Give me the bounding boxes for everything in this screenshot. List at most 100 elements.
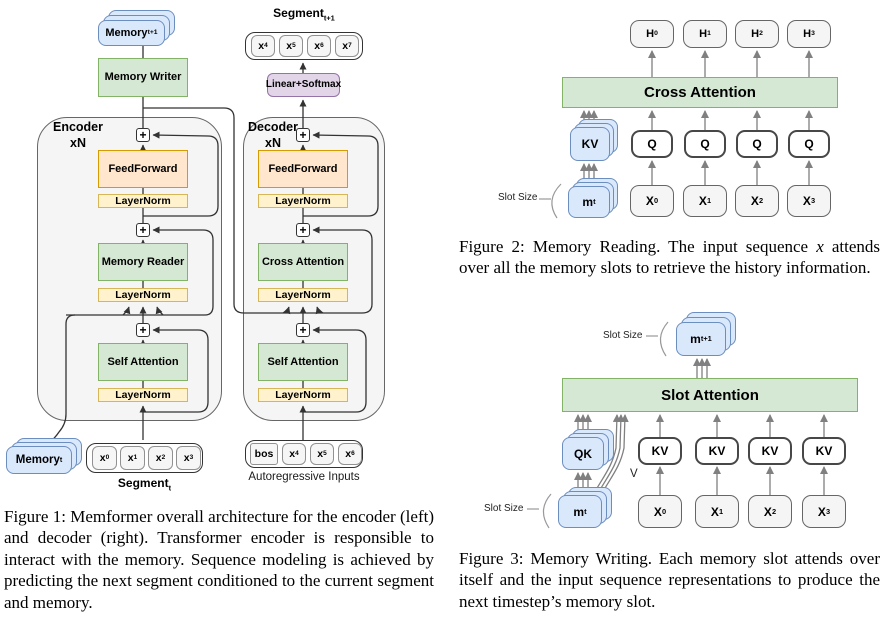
cross-attention-bar: Cross Attention xyxy=(562,77,838,108)
self-attention-label: Self Attention xyxy=(107,355,179,368)
value-path-text: V xyxy=(630,468,638,480)
autoregressive-inputs-label: Autoregressive Inputs xyxy=(234,471,374,483)
query-label: Q xyxy=(700,137,710,151)
slot-attention-bar-label: Slot Attention xyxy=(661,386,759,404)
memory-slot-label: m xyxy=(573,504,585,519)
encoder-feedforward-box: FeedForward xyxy=(98,150,188,188)
decoder-title: Decoder xyxy=(247,120,299,134)
decoder-repeat-count: xN xyxy=(265,135,281,150)
segment-current-subscript: t xyxy=(168,483,172,493)
slot-size-label: Slot Size xyxy=(484,503,526,514)
slot-attention-bar: Slot Attention xyxy=(562,378,858,412)
kv-box: KV xyxy=(695,437,739,465)
memory-current-label: Memory xyxy=(15,454,60,466)
input-text: X xyxy=(750,194,759,208)
slot-size-text: Slot Size xyxy=(498,192,538,203)
figure2-caption-text: Figure 2: Memory Reading. The input sequ… xyxy=(459,237,817,256)
encoder-layernorm-box: LayerNorm xyxy=(98,288,188,302)
linear-softmax-label: Linear+Softmax xyxy=(265,79,342,90)
kv-label: KV xyxy=(761,444,779,458)
output-text: H xyxy=(751,28,760,40)
figure2-caption-text: attends over all the memory slots to ret… xyxy=(459,237,880,278)
input-text: X xyxy=(817,504,826,519)
layernorm-label: LayerNorm xyxy=(115,288,171,301)
plus-sign: + xyxy=(139,128,147,142)
query-box: Q xyxy=(684,130,726,158)
input-text: X xyxy=(763,504,772,519)
add-node: + xyxy=(296,323,310,337)
token-text: x xyxy=(342,40,349,52)
segment-next-label: Segmentt+1 xyxy=(245,6,363,23)
input-text: X xyxy=(802,194,811,208)
plus-sign: + xyxy=(139,323,147,337)
qk-box: QK xyxy=(562,437,604,470)
input-text: X xyxy=(645,194,654,208)
token-text: x xyxy=(345,448,352,460)
add-node: + xyxy=(136,223,150,237)
memory-reader-box: Memory Reader xyxy=(98,243,188,281)
token-text: x xyxy=(258,40,265,52)
encoder-label: Encoder xN xyxy=(42,120,114,151)
decoder-feedforward-box: FeedForward xyxy=(258,150,348,188)
decoder-label: Decoder xN xyxy=(246,120,300,151)
linear-softmax-box: Linear+Softmax xyxy=(265,73,342,97)
encoder-layernorm-box: LayerNorm xyxy=(98,194,188,208)
encoder-repeat-count: xN xyxy=(70,135,86,150)
kv-box: KV xyxy=(570,127,610,161)
query-label: Q xyxy=(804,137,814,151)
segment-next-text: Segment xyxy=(273,6,324,20)
segment-current-label: Segmentt xyxy=(86,476,203,493)
figure2-caption: Figure 2: Memory Reading. The input sequ… xyxy=(459,236,880,279)
token-text: x xyxy=(314,40,321,52)
query-box: Q xyxy=(788,130,830,158)
slot-size-label: Slot Size xyxy=(498,192,540,203)
memory-slot-label: m xyxy=(582,195,594,209)
layernorm-label: LayerNorm xyxy=(275,194,331,207)
kv-label: KV xyxy=(708,444,726,458)
memory-writer-label: Memory Writer xyxy=(104,71,182,83)
segment-next-subscript: t+1 xyxy=(323,13,335,23)
encoder-self-attention-box: Self Attention xyxy=(98,343,188,381)
autoregressive-inputs-text: Autoregressive Inputs xyxy=(248,471,360,483)
token-text: x xyxy=(155,452,162,464)
query-label: Q xyxy=(752,137,762,151)
query-box: Q xyxy=(631,130,673,158)
token-box: bos xyxy=(250,443,278,465)
memory-writer-box: Memory Writer xyxy=(98,58,188,97)
plus-sign: + xyxy=(299,223,307,237)
kv-box: KV xyxy=(638,437,682,465)
cross-attention-label: Cross Attention xyxy=(261,255,345,268)
token-text: x xyxy=(99,452,106,464)
add-node: + xyxy=(136,323,150,337)
layernorm-label: LayerNorm xyxy=(275,288,331,301)
feedforward-label: FeedForward xyxy=(268,162,338,175)
decoder-layernorm-box: LayerNorm xyxy=(258,194,348,208)
decoder-layernorm-box: LayerNorm xyxy=(258,288,348,302)
layernorm-label: LayerNorm xyxy=(115,388,171,401)
encoder-layernorm-box: LayerNorm xyxy=(98,388,188,402)
token-text: bos xyxy=(254,448,274,460)
token-text: x xyxy=(317,448,324,460)
output-text: H xyxy=(646,28,655,40)
plus-sign: + xyxy=(139,223,147,237)
